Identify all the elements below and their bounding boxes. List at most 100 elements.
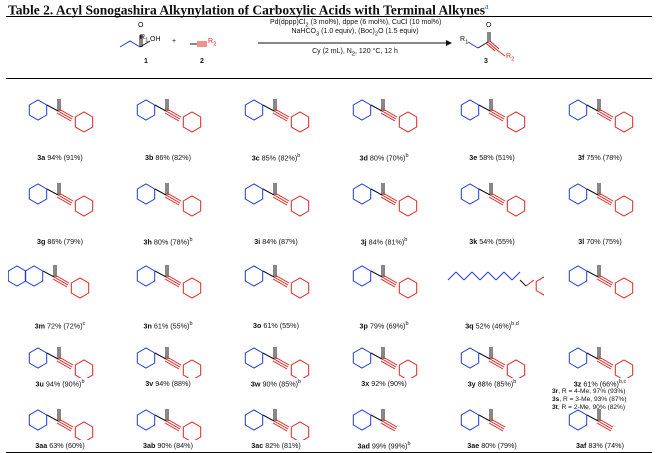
compound-yield-label: 3ae 80% (79%)	[440, 441, 544, 450]
benzene-ring	[244, 183, 264, 205]
compound-yield: 86% (82%)	[153, 153, 191, 162]
compound-structure	[352, 409, 398, 432]
benzene-ring	[506, 195, 526, 217]
bond	[525, 279, 535, 287]
benzene-ring	[182, 277, 202, 299]
benzene-ring	[28, 409, 48, 431]
compound-structure	[447, 271, 544, 296]
bond	[380, 112, 396, 122]
bond	[586, 188, 599, 196]
benzene-ring	[244, 265, 264, 287]
compound-yield: 99% (99%)	[369, 441, 408, 450]
bond	[489, 110, 505, 120]
compound-id: 3w	[250, 379, 261, 388]
compound-footnote: b	[405, 152, 409, 159]
bond	[370, 270, 383, 278]
acid-oh: OH	[150, 36, 161, 43]
product-o: O	[486, 22, 492, 29]
compound-yield: 58% (51%)	[477, 153, 515, 162]
compound-structure	[28, 99, 94, 133]
label-3: 3	[484, 58, 488, 65]
bond	[596, 196, 612, 206]
compound-cell: 3ab 90% (84%)	[116, 392, 220, 450]
compound-cell: 3o 61% (55%)	[224, 248, 328, 330]
bond	[154, 188, 167, 196]
scheme-rule	[6, 78, 652, 79]
benzene-ring	[398, 111, 418, 133]
compound-yield: 61% (55%)	[261, 321, 299, 330]
bond	[447, 271, 457, 281]
compound-id: 3k	[469, 237, 478, 246]
compound-cell: 3m 72% (72%)c	[8, 248, 112, 330]
benzene-ring	[8, 265, 27, 287]
compound-id: 3ae	[467, 441, 480, 450]
benzene-ring	[614, 111, 634, 133]
compound-structure	[460, 99, 526, 133]
compound-footnote: b	[405, 320, 409, 327]
compound-id: 3o	[253, 321, 262, 330]
compound-structure	[136, 347, 202, 378]
bond	[511, 271, 521, 281]
benzene-ring	[568, 409, 588, 431]
bond	[597, 110, 613, 120]
compound-yield: 75% (78%)	[584, 153, 622, 162]
benzene-ring	[136, 409, 156, 431]
compound-cell: 3x 92% (90%)	[332, 330, 436, 388]
compound-yield-label: 3z 61% (66%)b,c	[548, 379, 652, 388]
benzene-ring	[136, 265, 156, 287]
compound-id: 3g	[37, 237, 46, 246]
bond	[46, 104, 59, 112]
compound-cell: 3v 94% (88%)	[116, 330, 220, 388]
compound-yield-label: 3j 84% (81%)b	[332, 237, 436, 246]
acid-r1: R1	[140, 34, 149, 44]
compound-id: 3e	[469, 153, 478, 162]
compound-yield: 88% (85%)	[475, 379, 514, 388]
benzene-ring	[70, 277, 90, 299]
compound-yield-label: 3g 86% (79%)	[8, 237, 112, 246]
r-entry: 3s, R = 3-Me, 93% (87%)	[552, 396, 627, 403]
bond	[46, 188, 59, 196]
compound-cell: 3w 90% (85%)b	[224, 330, 328, 388]
compound-cell: 3l 70% (75%)	[548, 166, 652, 246]
benzene-ring	[136, 99, 156, 121]
compound-yield: 94% (88%)	[153, 379, 191, 388]
bond	[272, 112, 288, 122]
bond	[479, 271, 489, 281]
compound-cell: 3af 83% (74%)	[548, 392, 652, 450]
compound-yield-label: 3af 83% (74%)	[548, 441, 652, 450]
compound-cell: 3g 86% (79%)	[8, 166, 112, 246]
compound-yield-label: 3q 52% (46%)b,d	[440, 321, 544, 330]
compound-yield-label: 3o 61% (55%)	[224, 321, 328, 330]
bond	[488, 360, 504, 370]
bond	[57, 194, 73, 204]
bond	[381, 420, 397, 430]
bond	[598, 192, 614, 202]
compound-cell: 3ae 80% (79%)	[440, 392, 544, 450]
compound-id: 3l	[578, 237, 585, 246]
bond	[165, 358, 181, 368]
bond	[56, 422, 72, 432]
bond	[272, 422, 288, 432]
compound-id: 3n	[143, 321, 152, 330]
compound-yield: 83% (74%)	[586, 441, 624, 450]
bond	[273, 194, 289, 204]
bond	[57, 420, 73, 430]
bond	[598, 274, 614, 284]
bond	[478, 104, 491, 112]
bond	[370, 188, 383, 196]
compound-id: 3j	[360, 237, 367, 246]
bond	[488, 422, 504, 432]
compound-yield-label: 3l 70% (75%)	[548, 237, 652, 246]
compound-cell: 3b 86% (82%)	[116, 82, 220, 162]
bond	[262, 352, 275, 360]
compound-yield: 63% (60%)	[47, 441, 85, 450]
compound-yield-label: 3d 80% (70%)b	[332, 153, 436, 162]
compound-cell: 3q 52% (46%)b,d	[440, 248, 544, 330]
bond	[381, 110, 397, 120]
bond	[463, 271, 473, 281]
compound-id: 3af	[576, 441, 587, 450]
compound-footnote: b	[189, 236, 193, 243]
condition-line-3: Cy (2 mL), N2, 120 °C, 12 h	[312, 48, 398, 58]
bond	[52, 278, 68, 288]
compound-yield: 52% (46%)	[473, 321, 512, 330]
